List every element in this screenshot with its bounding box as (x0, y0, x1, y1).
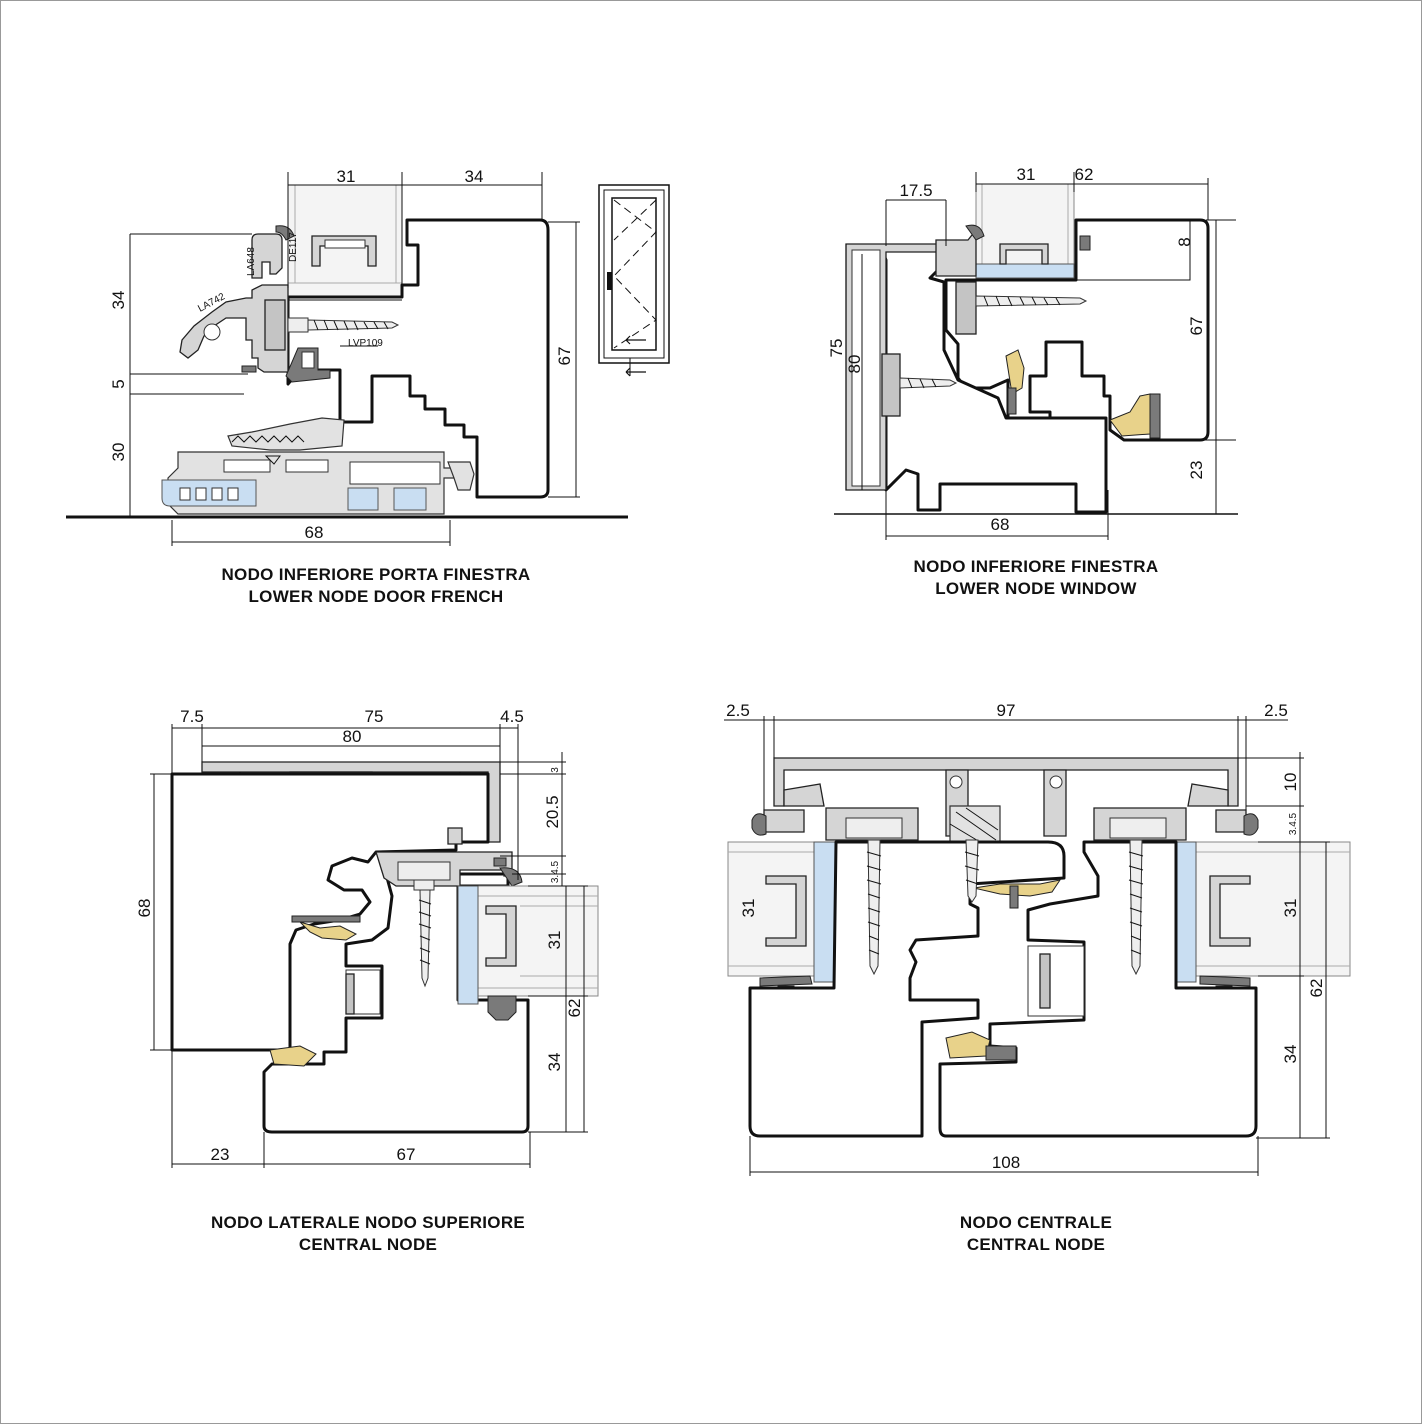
caption-en: CENTRAL NODE (299, 1235, 437, 1254)
door-elevation-sketch (598, 184, 670, 377)
dim-67: 67 (1187, 317, 1206, 336)
dim-34-top: 34 (465, 167, 484, 186)
wooden-frame (878, 244, 1108, 514)
dim-31: 31 (545, 931, 564, 950)
screw (413, 879, 435, 988)
dim-5: 5 (109, 379, 128, 388)
glass-unit (457, 885, 599, 1005)
screw-left (866, 839, 882, 976)
thermal-insert (161, 479, 257, 507)
dim-97: 97 (997, 701, 1016, 720)
top-cover-profile (773, 757, 1239, 807)
panel-central-node: 2.5 97 2.5 10 3.4.5 31 31 62 34 108 NODO… (724, 701, 1351, 1254)
dim-75: 75 (365, 707, 384, 726)
dim-3: 3 (550, 767, 561, 773)
dim-31-left: 31 (739, 899, 758, 918)
dim-8: 8 (1175, 237, 1194, 246)
dimensions-panel-1: 31 34 34 5 30 68 67 LA648 DE117 LA742 LV… (109, 167, 580, 546)
panel-lateral-upper-node: 7.5 75 4.5 80 3 20.5 3.4.5 68 31 62 34 (135, 707, 599, 1254)
dim-3-4-5: 3.4.5 (550, 860, 561, 883)
dim-67: 67 (555, 347, 574, 366)
dim-67: 67 (397, 1145, 416, 1164)
wooden-sash (262, 872, 530, 1134)
dimensions-panel-2: 17.5 31 62 8 67 23 75 80 68 (827, 165, 1236, 540)
dim-30: 30 (109, 443, 128, 462)
screw (975, 295, 1088, 307)
dim-68: 68 (305, 523, 324, 542)
dim-62: 62 (1075, 165, 1094, 184)
wooden-sash-right (938, 840, 1258, 1138)
dimensions-panel-4: 2.5 97 2.5 10 3.4.5 31 31 62 34 108 (724, 701, 1330, 1176)
screw-right (1128, 839, 1144, 976)
caption-it: NODO CENTRALE (960, 1213, 1112, 1232)
glass-unit (287, 184, 403, 298)
dim-2-5-right: 2.5 (1264, 701, 1288, 720)
panel-lower-node-window: 17.5 31 62 8 67 23 75 80 68 NODO INFERIO… (827, 165, 1238, 598)
caption-it: NODO INFERIORE FINESTRA (914, 557, 1159, 576)
dim-62: 62 (1307, 979, 1326, 998)
dim-34: 34 (1281, 1045, 1300, 1064)
caption-en: CENTRAL NODE (967, 1235, 1105, 1254)
dim-23: 23 (1187, 461, 1206, 480)
code-de117: DE117 (288, 232, 299, 262)
code-la648: LA648 (246, 247, 257, 276)
dimensions-panel-3: 7.5 75 4.5 80 3 20.5 3.4.5 68 31 62 34 (135, 707, 588, 1168)
glass-unit-left (727, 841, 837, 1005)
dim-2-5-left: 2.5 (726, 701, 750, 720)
glass-unit (975, 183, 1075, 281)
glazing-bead-profile (251, 233, 283, 279)
dim-7-5: 7.5 (180, 707, 204, 726)
dim-23: 23 (211, 1145, 230, 1164)
dim-80: 80 (845, 355, 864, 374)
dim-20-5: 20.5 (543, 795, 562, 828)
glass-unit-right (1173, 841, 1351, 1005)
door-threshold (161, 417, 475, 515)
dim-31: 31 (337, 167, 356, 186)
dim-10: 10 (1281, 773, 1300, 792)
dim-17-5: 17.5 (899, 181, 932, 200)
wooden-frame-left (170, 772, 490, 1052)
wooden-sash-left (748, 840, 1066, 1138)
dim-31-right: 31 (1281, 899, 1300, 918)
caption-en: LOWER NODE DOOR FRENCH (249, 587, 504, 606)
dim-31: 31 (1017, 165, 1036, 184)
dim-108: 108 (992, 1153, 1020, 1172)
wood-holder-insert (264, 299, 286, 351)
dim-3-4-5: 3.4.5 (1288, 812, 1299, 835)
caption-it: NODO INFERIORE PORTA FINESTRA (221, 565, 530, 584)
dim-34: 34 (545, 1053, 564, 1072)
dim-68: 68 (135, 899, 154, 918)
screw (899, 377, 958, 389)
caption-en: LOWER NODE WINDOW (935, 579, 1137, 598)
caption-it: NODO LATERALE NODO SUPERIORE (211, 1213, 525, 1232)
code-lvp109: LVP109 (348, 338, 383, 349)
dim-75: 75 (827, 339, 846, 358)
screw-center (964, 839, 980, 903)
screw (287, 317, 400, 333)
panel-lower-node-door-french: 31 34 34 5 30 68 67 LA648 DE117 LA742 LV… (66, 167, 670, 606)
dim-4-5: 4.5 (500, 707, 524, 726)
dim-68: 68 (991, 515, 1010, 534)
dim-80: 80 (343, 727, 362, 746)
dim-34-left: 34 (109, 291, 128, 310)
dim-62: 62 (565, 999, 584, 1018)
